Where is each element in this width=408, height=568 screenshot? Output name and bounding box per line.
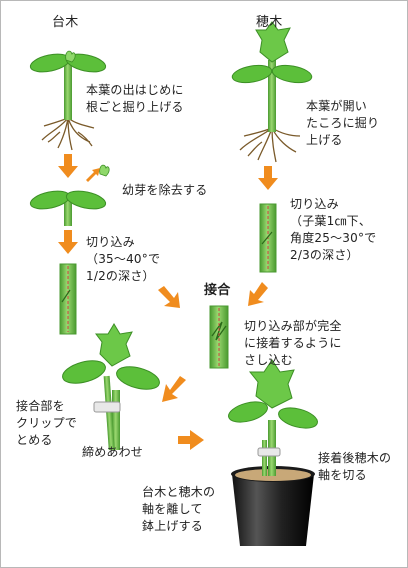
clipped-plant xyxy=(62,323,160,451)
scion-dig-label: 本葉が開い たころに掘り 上げる xyxy=(306,99,380,147)
potted-plant xyxy=(228,359,318,546)
arrows xyxy=(58,154,278,450)
rootstock-cut-stem xyxy=(59,263,77,335)
rootstock-cut-label: 切り込み （35～40°で 1/2の深さ） xyxy=(86,235,161,283)
join-desc: 切り込み部が完全 に接着するように さし込む xyxy=(244,319,342,367)
tie-label: 締めあわせ xyxy=(82,445,144,459)
scion-cut-stem xyxy=(259,203,277,273)
cut-scion-label: 接着後穂木の 軸を切る xyxy=(318,451,392,482)
remove-bud-label: 幼芽を除去する xyxy=(122,183,208,197)
arrow-down-1 xyxy=(58,154,78,178)
scion-cotyledon-left xyxy=(231,64,273,84)
rootstock-title: 台木 xyxy=(52,15,79,30)
decap-leaf-right xyxy=(65,190,107,210)
arrow-bud-removal xyxy=(86,168,100,182)
rootstock-bud xyxy=(65,50,76,63)
pot xyxy=(232,474,314,546)
removed-bud xyxy=(99,164,110,177)
joined-stem xyxy=(209,305,229,369)
scion-title: 穂木 xyxy=(256,15,283,30)
rootstock-dig-label: 本葉の出はじめに 根ごと掘り上げる xyxy=(86,83,184,114)
scion-stem xyxy=(268,60,276,132)
scion-cut-label: 切り込み （子葉1㎝下、 角度25～30°で 2/3の深さ） xyxy=(290,197,377,262)
arrow-scion-join xyxy=(248,282,268,306)
scion-roots xyxy=(239,127,301,163)
arrow-down-scion xyxy=(258,166,278,190)
rootstock-seedling xyxy=(29,50,107,151)
arrow-join-clip xyxy=(162,376,186,402)
arrow-down-2 xyxy=(58,230,78,254)
scion-seedling xyxy=(231,21,313,163)
arrow-rootstock-join xyxy=(158,286,180,308)
arrow-clip-pot xyxy=(178,430,204,450)
scion-cotyledon-right xyxy=(271,64,313,84)
clip xyxy=(93,401,121,413)
decap-stem xyxy=(64,200,72,226)
pot-up-label: 台木と穂木の 軸を離して 鉢上げする xyxy=(142,485,216,533)
scion-true-leaf xyxy=(255,21,291,63)
rootstock-roots xyxy=(41,117,95,151)
rootstock-decapitated xyxy=(29,164,110,226)
clip-desc: 接合部を クリップで とめる xyxy=(16,399,78,447)
rootstock-stem xyxy=(64,64,72,120)
join-title: 接合 xyxy=(204,283,231,298)
